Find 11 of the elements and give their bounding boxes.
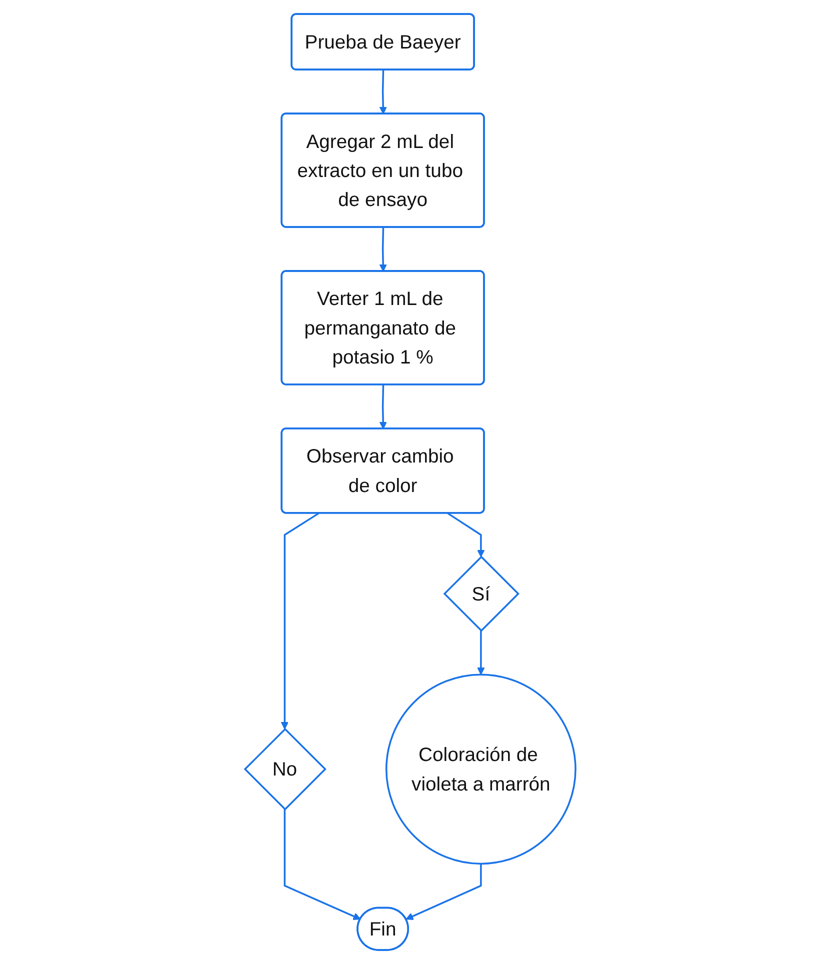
arrow <box>281 512 320 730</box>
node-circle: Coloración de violeta a marrón <box>386 674 577 865</box>
arrow <box>379 227 388 272</box>
node-diamond: No <box>244 728 327 810</box>
arrow <box>477 630 486 675</box>
arrow <box>379 70 388 114</box>
node-diamond: Sí <box>443 556 520 632</box>
arrow <box>448 512 486 558</box>
arrow <box>379 384 388 430</box>
arrow <box>284 809 362 920</box>
arrow <box>406 864 482 920</box>
